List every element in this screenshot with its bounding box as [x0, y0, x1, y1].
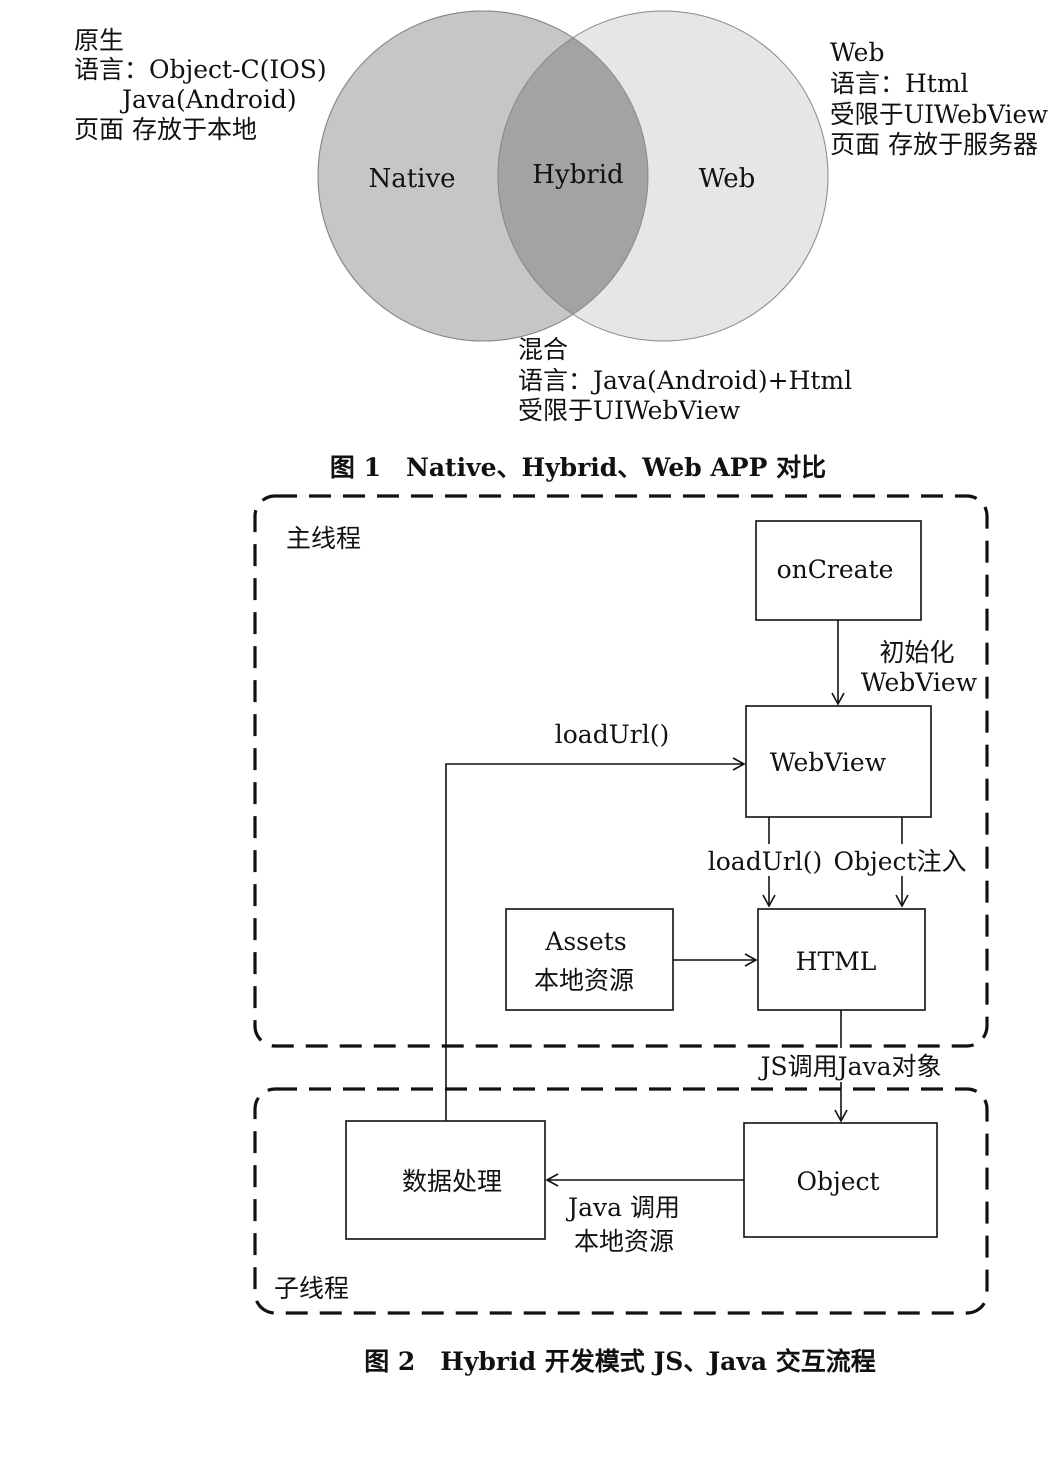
data-processing-box — [345, 1120, 546, 1240]
hybrid-note: 混合 语言：Java(Android)+Html 受限于UIWebView — [518, 335, 852, 425]
oncreate-label: onCreate — [777, 555, 894, 584]
assets-label-line2: 本地资源 — [534, 966, 634, 995]
native-note-line: 原生 — [74, 26, 124, 55]
object-label: Object — [796, 1167, 879, 1196]
web-note-line: 语言：Html — [830, 69, 969, 98]
hybrid-note-line: 语言：Java(Android)+Html — [518, 366, 852, 395]
edge-label-init-line1: 初始化 — [879, 638, 954, 667]
edge-label-java-call-line2: 本地资源 — [574, 1227, 674, 1256]
edge-label-loadurl-top: loadUrl() — [555, 720, 669, 749]
figure2-caption: 图 2 Hybrid 开发模式 JS、Java 交互流程 — [364, 1347, 876, 1376]
hybrid-note-line: 混合 — [518, 335, 568, 364]
edge-label-js-call: JS调用Java对象 — [757, 1052, 941, 1081]
html-label: HTML — [796, 947, 877, 976]
hybrid-circle-label: Hybrid — [532, 160, 623, 190]
figure1-caption: 图 1 Native、Hybrid、Web APP 对比 — [330, 453, 826, 482]
webview-box — [745, 705, 932, 818]
venn-diagram: Native Hybrid Web — [317, 10, 829, 342]
webview-label: WebView — [770, 748, 887, 777]
native-note-line: 语言：Object-C(IOS) — [74, 55, 327, 84]
sub-thread-region — [253, 1087, 989, 1315]
html-box — [757, 908, 926, 1011]
web-note-line: Web — [830, 38, 884, 67]
web-note-line: 受限于UIWebView — [830, 100, 1049, 129]
main-thread-label: 主线程 — [286, 524, 361, 553]
assets-box — [505, 908, 674, 1011]
native-note: 原生 语言：Object-C(IOS) Java(Android) 页面 存放于… — [74, 26, 327, 144]
assets-label-line1: Assets — [544, 927, 626, 956]
hybrid-note-line: 受限于UIWebView — [518, 396, 741, 425]
sub-thread-label: 子线程 — [274, 1274, 349, 1303]
hybrid-overlap — [497, 11, 648, 341]
native-note-line: 页面 存放于本地 — [74, 115, 257, 144]
main-thread-region — [253, 494, 989, 1048]
edge-label-object-inject: Object注入 — [833, 847, 966, 876]
edge-label-loadurl-mid: loadUrl() — [708, 847, 822, 876]
native-note-line: Java(Android) — [119, 85, 297, 114]
data-processing-label: 数据处理 — [402, 1167, 502, 1196]
object-box — [743, 1122, 938, 1238]
edge-label-java-call-line1: Java 调用 — [565, 1193, 680, 1222]
web-note-line: 页面 存放于服务器 — [830, 130, 1038, 159]
native-circle-label: Native — [368, 164, 455, 194]
web-note: Web 语言：Html 受限于UIWebView 页面 存放于服务器 — [830, 38, 1049, 159]
web-circle-label: Web — [699, 164, 756, 194]
arrow-dataprocessing-to-webview — [445, 757, 746, 1121]
edge-label-init-line2: WebView — [861, 668, 978, 697]
